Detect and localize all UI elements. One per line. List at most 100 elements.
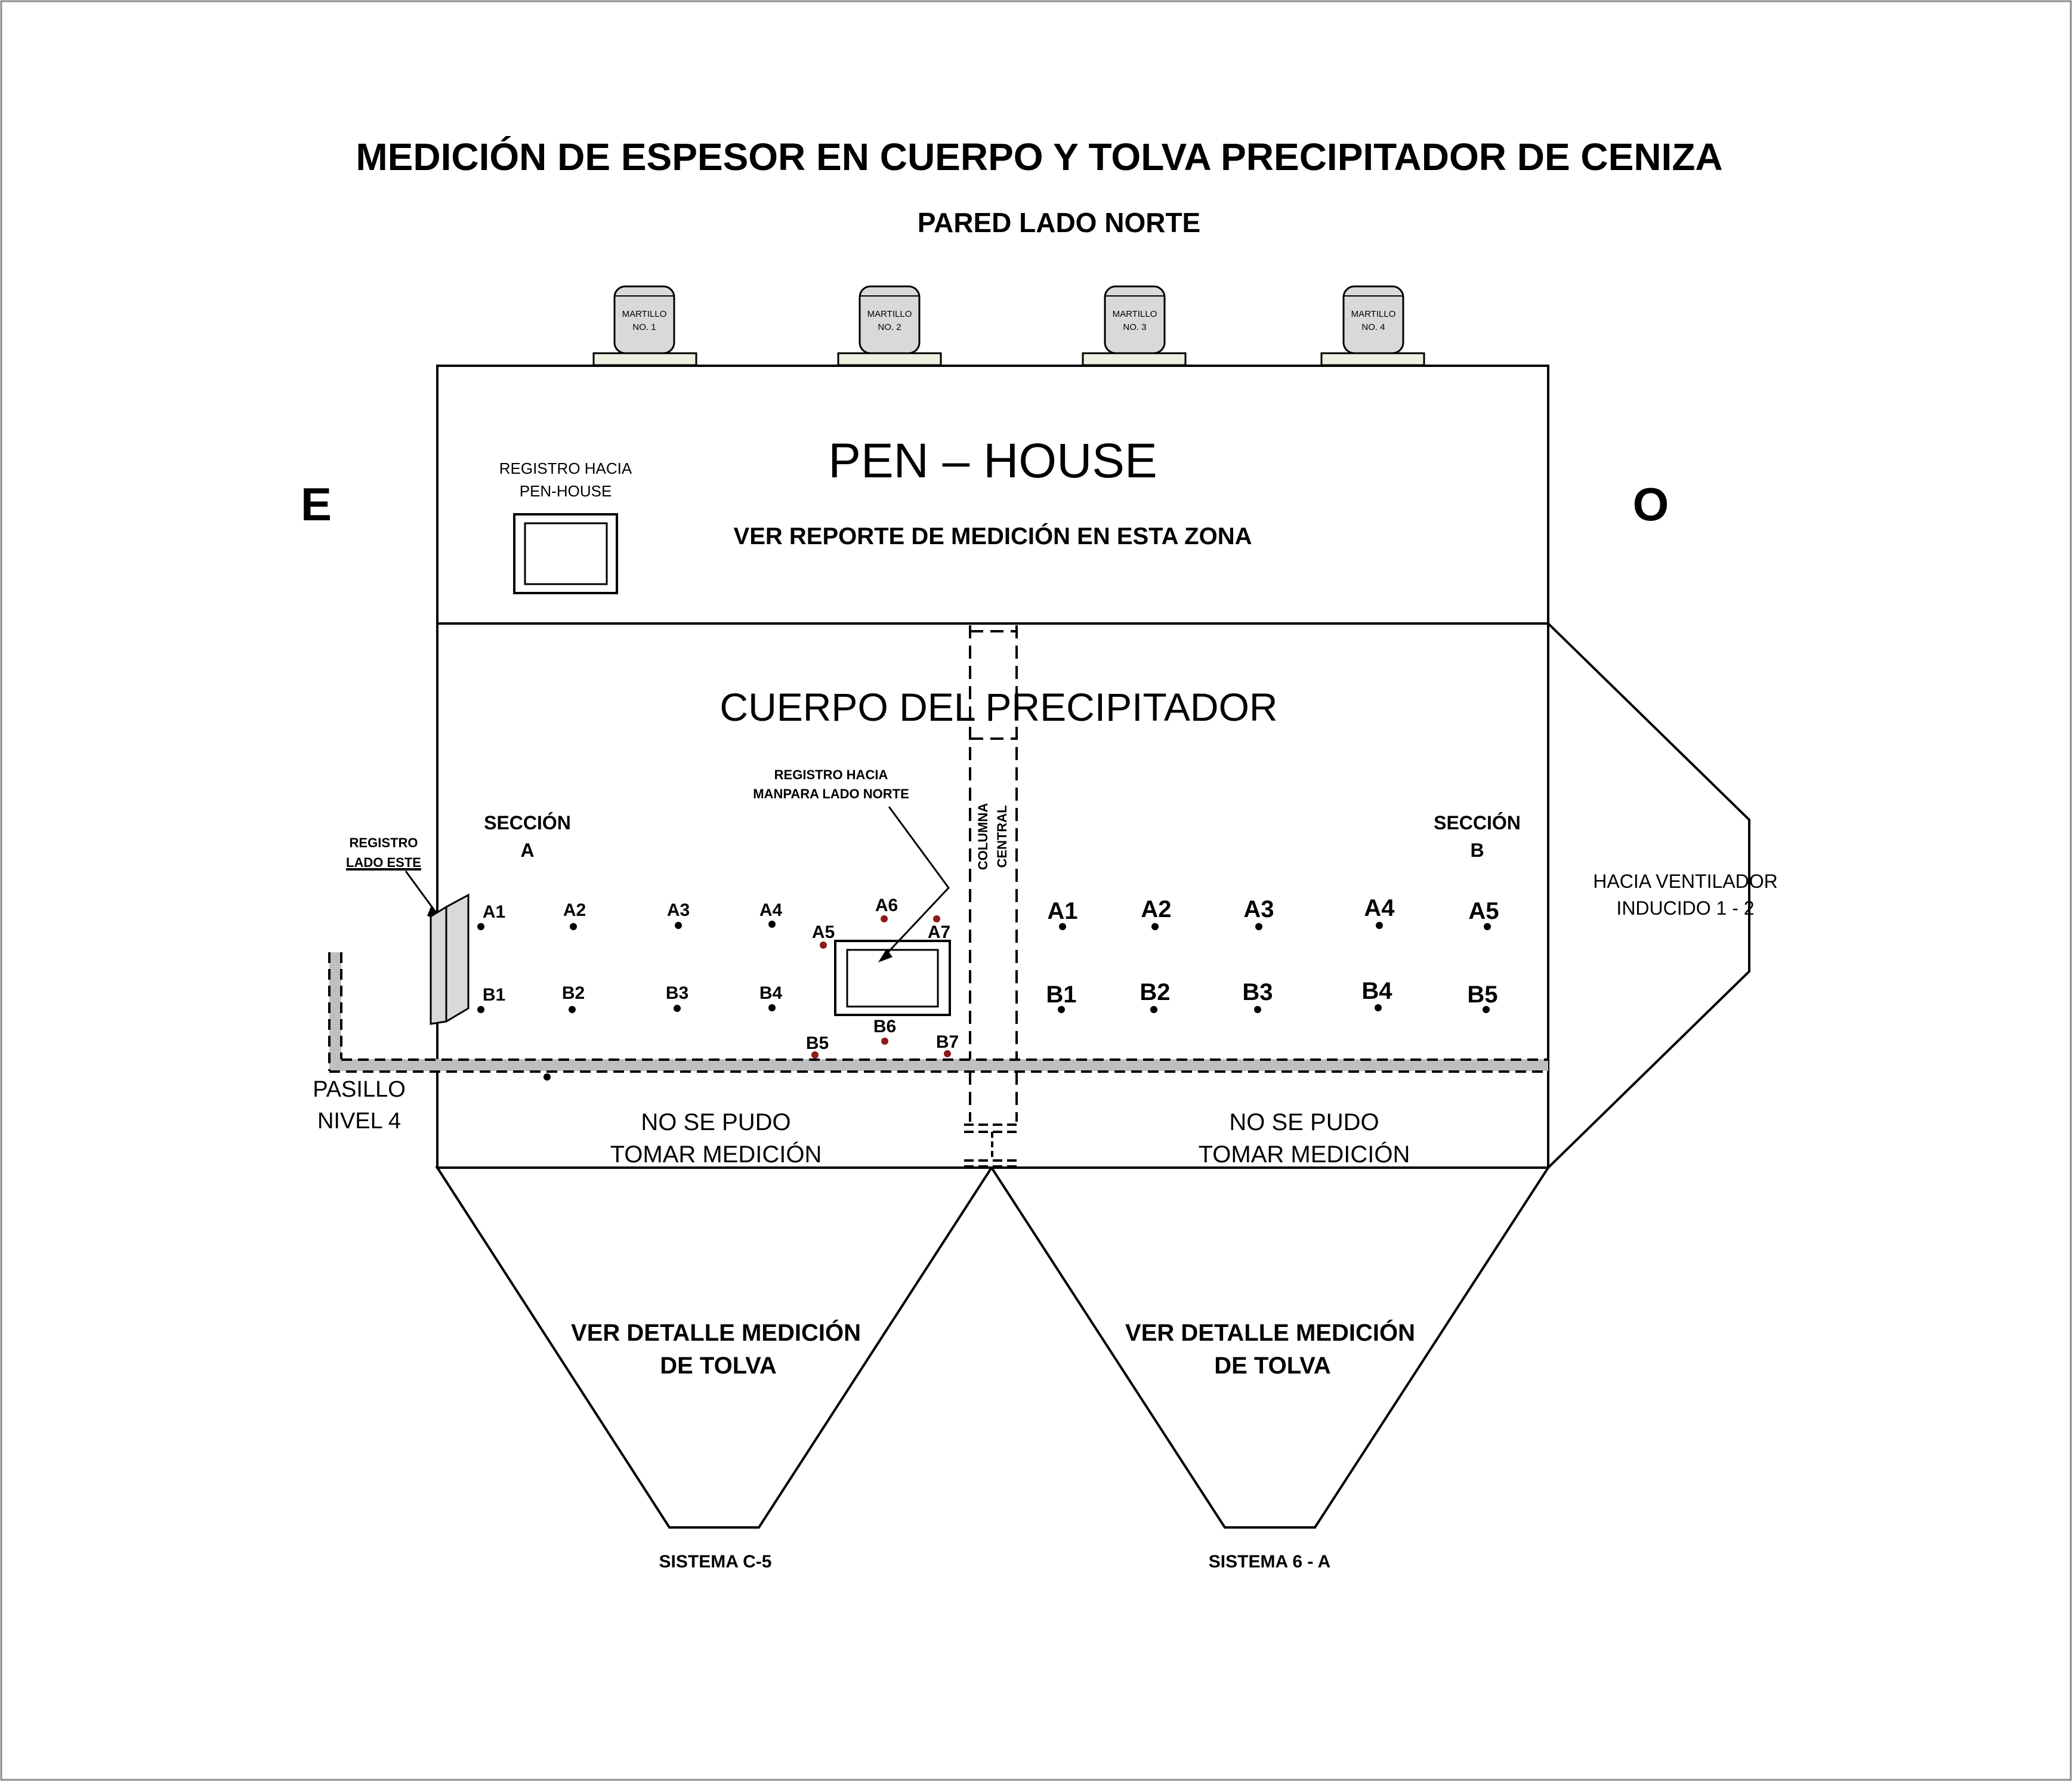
hammer-body <box>859 285 921 354</box>
point-label: B3 <box>1242 979 1273 1005</box>
hammer-4: MARTILLO NO. 4 <box>1320 285 1425 366</box>
measurement-point <box>881 1038 888 1045</box>
point-label: A3 <box>1243 896 1274 922</box>
ventilator-duct <box>1547 622 1750 1169</box>
measurement-point <box>881 915 888 922</box>
hopper-right <box>989 1166 1551 1529</box>
point-label: B1 <box>483 985 505 1005</box>
point-label: A5 <box>812 922 835 942</box>
hammer-label-1: MARTILLO <box>622 309 667 319</box>
hopper-right-note-1: VER DETALLE MEDICIÓN <box>1125 1319 1415 1346</box>
registro-manpara-label-2: MANPARA LADO NORTE <box>753 786 909 801</box>
ventilador-label-1: HACIA VENTILADOR <box>1593 871 1777 892</box>
column-label-1: COLUMNA <box>975 803 990 871</box>
point-label: B7 <box>936 1032 959 1052</box>
no-measure-left-1: NO SE PUDO <box>641 1109 790 1135</box>
measurement-point <box>1059 923 1066 930</box>
point-label: B2 <box>562 983 585 1003</box>
hammer-label-2: NO. 4 <box>1361 322 1385 332</box>
point-label: B5 <box>1467 981 1497 1008</box>
registro-lado-este <box>430 893 470 1025</box>
registro-manpara-inner <box>846 949 939 1008</box>
registro-este-label-2: LADO ESTE <box>346 855 421 870</box>
point-label: B4 <box>1361 978 1392 1004</box>
point-label: A5 <box>1468 898 1499 924</box>
measurement-point <box>569 1006 576 1013</box>
pasillo-label-2: NIVEL 4 <box>317 1109 401 1134</box>
point-label: A1 <box>483 902 505 922</box>
measurement-point <box>1483 1006 1490 1013</box>
registro-pen-house-inner <box>524 522 608 585</box>
hammer-label-2: NO. 1 <box>632 322 656 332</box>
section-a-label-1: SECCIÓN <box>484 812 571 834</box>
measurement-point <box>820 942 827 949</box>
point-label: A4 <box>759 900 783 920</box>
measurement-point <box>1151 923 1159 930</box>
point-label: A6 <box>875 896 898 915</box>
measurement-point <box>570 923 577 930</box>
hammer-3: MARTILLO NO. 3 <box>1082 285 1187 366</box>
measurement-point <box>768 921 776 928</box>
hammer-body <box>1342 285 1404 354</box>
hopper-right-note-2: DE TOLVA <box>1214 1353 1331 1379</box>
section-a-points: A1 A2 A3 A4 B1 B2 B3 B4 A5 A6 A7 B5 B6 B… <box>477 896 959 1058</box>
registro-pen-house-label-2: PEN-HOUSE <box>520 482 612 500</box>
registro-pen-house-label-1: REGISTRO HACIA <box>499 459 632 477</box>
point-label: B1 <box>1046 981 1076 1008</box>
hopper-left-system: SISTEMA C-5 <box>659 1552 772 1572</box>
hammer-base <box>837 352 942 366</box>
measurement-point <box>477 1006 484 1013</box>
column-label-2: CENTRAL <box>995 805 1009 868</box>
point-label: A3 <box>667 900 690 920</box>
section-b-label-2: B <box>1470 839 1484 861</box>
no-measure-right-2: TOMAR MEDICIÓN <box>1199 1141 1410 1168</box>
section-b-points: A1 A2 A3 A4 A5 B1 B2 B3 B4 B5 <box>1046 895 1499 1013</box>
registro-este-label-1: REGISTRO <box>350 835 418 850</box>
walkway <box>328 952 1548 1081</box>
measurement-point <box>1150 1006 1157 1013</box>
hopper-left-note-1: VER DETALLE MEDICIÓN <box>571 1319 861 1346</box>
point-label: A7 <box>928 922 950 942</box>
west-label: O <box>1633 478 1669 530</box>
point-label: B4 <box>759 983 783 1003</box>
registro-pen-house <box>513 513 618 594</box>
measurement-point <box>1254 1006 1261 1013</box>
no-measure-left-2: TOMAR MEDICIÓN <box>610 1141 822 1168</box>
hopper-left <box>435 1166 994 1529</box>
hammer-base <box>592 352 697 366</box>
hopper-right-system: SISTEMA 6 - A <box>1209 1552 1330 1572</box>
hammer-label-2: NO. 2 <box>878 322 901 332</box>
no-measure-right-1: NO SE PUDO <box>1229 1109 1379 1135</box>
pen-house-note: VER REPORTE DE MEDICIÓN EN ESTA ZONA <box>734 522 1252 550</box>
measurement-point <box>944 1050 951 1057</box>
body-title: CUERPO DEL PRECIPITADOR <box>720 685 1277 729</box>
pen-house-title: PEN – HOUSE <box>828 434 1157 488</box>
pasillo-label-1: PASILLO <box>313 1077 406 1102</box>
point-label: A4 <box>1364 895 1395 921</box>
measurement-point <box>1375 1004 1382 1011</box>
measurement-point <box>477 923 484 930</box>
point-label: B2 <box>1140 979 1170 1005</box>
point-label: B5 <box>806 1033 829 1053</box>
point-label: A2 <box>563 900 586 920</box>
hammer-body <box>613 285 675 354</box>
registro-manpara <box>834 940 951 1016</box>
page-title: MEDICIÓN DE ESPESOR EN CUERPO Y TOLVA PR… <box>356 135 1722 178</box>
section-a-label-2: A <box>520 839 534 861</box>
hammer-body <box>1104 285 1166 354</box>
point-label: A1 <box>1047 898 1077 924</box>
hopper-left-note-2: DE TOLVA <box>660 1353 777 1379</box>
point-label: B3 <box>666 983 688 1003</box>
measurement-point <box>1255 923 1262 930</box>
hammer-1: MARTILLO NO. 1 <box>592 285 697 366</box>
ventilador-label-2: INDUCIDO 1 - 2 <box>1616 897 1754 919</box>
measurement-point <box>675 922 682 929</box>
measurement-point <box>674 1005 681 1012</box>
point-label: B6 <box>873 1017 896 1036</box>
registro-manpara-label-1: REGISTRO HACIA <box>774 767 888 782</box>
hammer-label-2: NO. 3 <box>1123 322 1146 332</box>
east-label: E <box>301 478 332 530</box>
